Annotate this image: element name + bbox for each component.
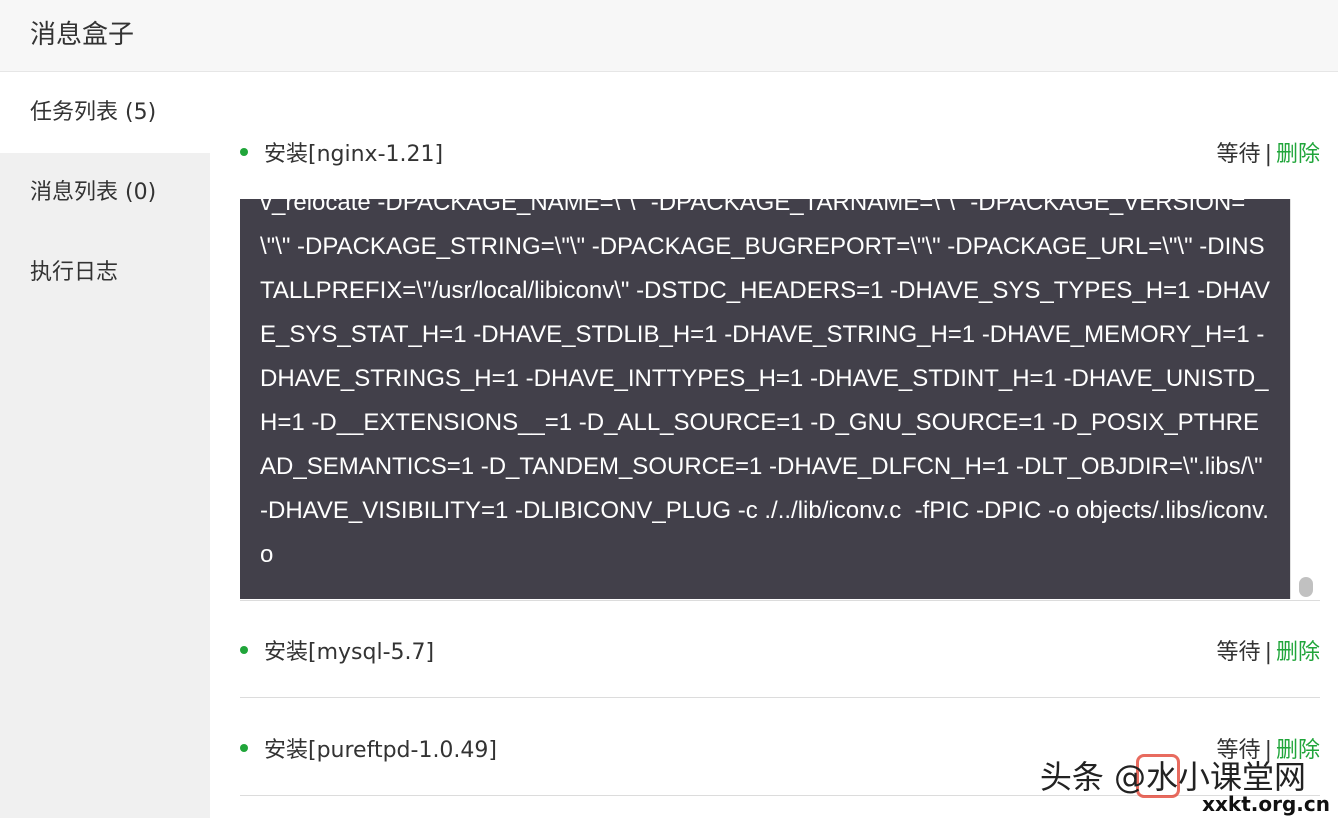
task-name: 安装[nginx-1.21] — [264, 142, 444, 167]
task-row: 安装[nginx-1.21] 等待|删除 — [240, 126, 1320, 176]
delete-link[interactable]: 删除 — [1275, 142, 1320, 167]
task-row: 安装[mysql-5.7] 等待|删除 — [240, 624, 1320, 674]
watermark-logo-icon — [1136, 754, 1180, 798]
action-separator: | — [1264, 738, 1272, 763]
task-row: 安装[pureftpd-1.0.49] 等待|删除 — [240, 722, 1320, 772]
status-dot-icon — [240, 744, 248, 752]
watermark-url-text: xxkt.org.cn — [1202, 792, 1330, 816]
task-list-panel: 安装[nginx-1.21] 等待|删除 v_relocate -DPACKAG… — [210, 73, 1338, 818]
status-dot-icon — [240, 646, 248, 654]
divider — [240, 600, 1320, 601]
scrollbar-thumb[interactable] — [1299, 577, 1313, 597]
task-actions: 等待|删除 — [1217, 634, 1320, 666]
sidebar-item-logs[interactable]: 执行日志 — [30, 260, 119, 285]
divider — [240, 697, 1320, 698]
action-separator: | — [1264, 142, 1272, 167]
task-status: 等待 — [1216, 142, 1261, 167]
delete-link[interactable]: 删除 — [1275, 640, 1320, 665]
task-status: 等待 — [1216, 640, 1261, 665]
delete-link[interactable]: 删除 — [1275, 738, 1320, 763]
watermark: 头条 @水小课堂网 xxkt.org.cn — [1020, 752, 1330, 816]
task-status: 等待 — [1216, 738, 1261, 763]
task-name: 安装[pureftpd-1.0.49] — [264, 738, 497, 763]
watermark-main-text: 头条 @水小课堂网 — [1039, 758, 1306, 796]
task-name: 安装[mysql-5.7] — [264, 640, 435, 665]
window-title: 消息盒子 — [30, 20, 135, 50]
sidebar: 任务列表 (5) 消息列表 (0) 执行日志 — [0, 73, 210, 818]
sidebar-item-messages[interactable]: 消息列表 (0) — [30, 180, 157, 205]
install-log-console[interactable]: v_relocate -DPACKAGE_NAME=\"\" -DPACKAGE… — [240, 199, 1320, 599]
window-titlebar: 消息盒子 — [0, 0, 1338, 72]
task-actions: 等待|删除 — [1217, 732, 1320, 764]
divider — [240, 795, 1320, 796]
console-scrollbar[interactable] — [1290, 199, 1320, 599]
status-dot-icon — [240, 148, 248, 156]
sidebar-item-tasks[interactable]: 任务列表 (5) — [0, 73, 210, 153]
task-actions: 等待|删除 — [1217, 136, 1320, 168]
action-separator: | — [1264, 640, 1272, 665]
console-log-text: v_relocate -DPACKAGE_NAME=\"\" -DPACKAGE… — [260, 199, 1271, 568]
